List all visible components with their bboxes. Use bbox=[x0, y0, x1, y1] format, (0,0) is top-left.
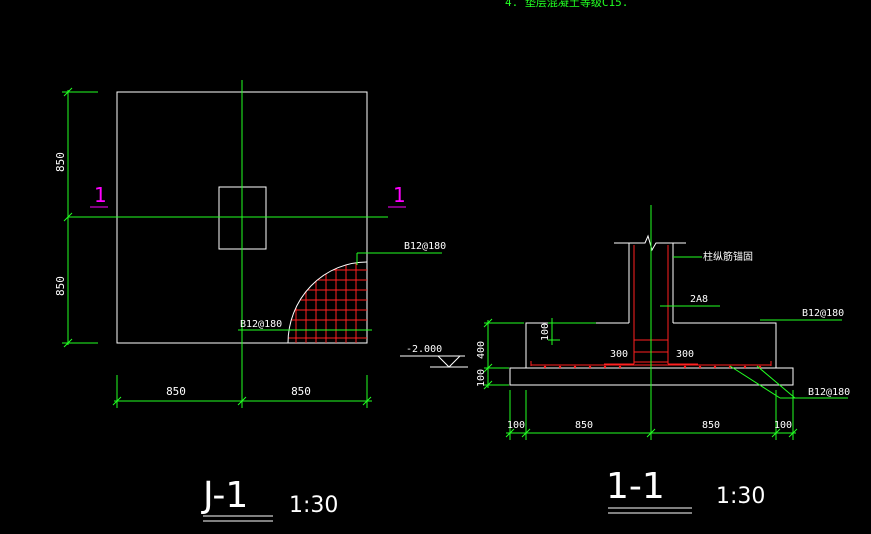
bend-right-label: 300 bbox=[676, 349, 694, 360]
section-rebar-bottom-label: B12@180 bbox=[808, 387, 850, 398]
section-scale: 1:30 bbox=[716, 484, 765, 509]
section-mark-left: 1 bbox=[94, 183, 107, 207]
plan-view: 850 850 850 850 1 1 bbox=[54, 80, 446, 522]
footing-step-right bbox=[673, 322, 777, 368]
section-title: 1-1 bbox=[606, 466, 665, 507]
dim-left-top: 850 bbox=[54, 152, 67, 172]
plan-scale: 1:30 bbox=[289, 493, 338, 518]
dim-left-bottom: 850 bbox=[54, 276, 67, 296]
section-view: 柱纵筋锚固 2A8 300 300 B12@180 B12@180 400 10… bbox=[400, 205, 850, 514]
dim-base-4: 100 bbox=[774, 420, 792, 431]
column-note: 柱纵筋锚固 bbox=[703, 250, 753, 263]
elevation-label: -2.000 bbox=[406, 344, 442, 355]
plan-title: J-1 bbox=[201, 475, 248, 516]
bend-left-label: 300 bbox=[610, 349, 628, 360]
dim-bottom-right: 850 bbox=[291, 385, 311, 398]
column-break-line bbox=[614, 234, 686, 252]
plan-rebar-label-2: B12@180 bbox=[240, 319, 282, 330]
dim-400: 400 bbox=[476, 341, 487, 359]
dim-100-top: 100 bbox=[540, 323, 551, 341]
section-rebar-top-label: B12@180 bbox=[802, 308, 844, 319]
dim-base-2: 850 bbox=[575, 420, 593, 431]
section-mark-right: 1 bbox=[393, 183, 406, 207]
top-note: 4. 垫层混凝土等级C15. bbox=[505, 0, 628, 9]
dim-100-bottom: 100 bbox=[476, 369, 487, 387]
stirrup-label: 2A8 bbox=[690, 294, 708, 305]
dim-base-1: 100 bbox=[507, 420, 525, 431]
plan-rebar-label-1: B12@180 bbox=[404, 241, 446, 252]
dim-base-3: 850 bbox=[702, 420, 720, 431]
rebar-grid bbox=[287, 261, 368, 344]
dim-bottom-left: 850 bbox=[166, 385, 186, 398]
